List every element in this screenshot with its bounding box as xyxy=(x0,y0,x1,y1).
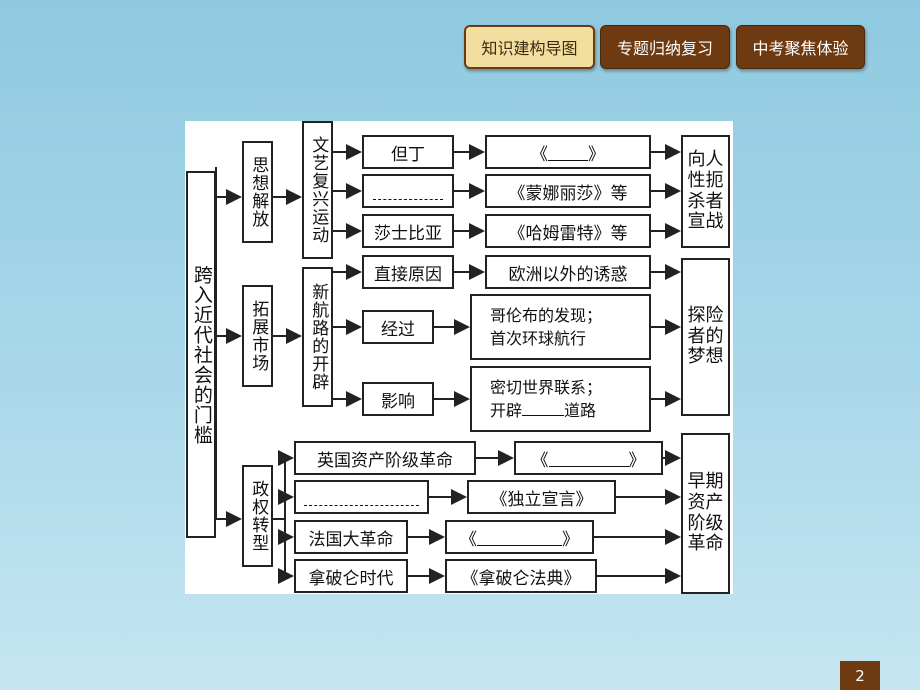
fill-blank xyxy=(522,399,565,416)
revolution-row-1-left: 英国资产阶级革命 xyxy=(294,441,476,475)
exploration-row-2-line-1: 哥伦布的发现； xyxy=(490,305,603,325)
bracket-close: 》 xyxy=(588,144,605,165)
revolution-row-3-right: 《》 xyxy=(445,520,594,554)
revolution-row-2-left xyxy=(294,480,429,514)
renaissance-row-1-right: 《》 xyxy=(485,135,651,169)
fill-blank xyxy=(548,143,588,161)
renaissance-row-2-left xyxy=(362,174,454,208)
root-node: 跨入近代社会的门槛 xyxy=(186,171,216,538)
exploration-row-2-left: 经过 xyxy=(362,310,434,344)
revolution-row-1-right: 《》 xyxy=(514,441,663,475)
fill-blank xyxy=(548,449,629,467)
renaissance-row-3-right: 《哈姆雷特》等 xyxy=(485,214,651,248)
exploration-row-1-right: 欧洲以外的诱惑 xyxy=(485,255,651,289)
revolution-row-4-left: 拿破仑时代 xyxy=(294,559,408,593)
branch-market-expansion: 拓展市场 xyxy=(242,285,273,387)
revolution-row-2-right: 《独立宣言》 xyxy=(467,480,616,514)
outcome-revolution: 早期资产阶级革命 xyxy=(681,433,730,594)
exploration-row-2-right: 哥伦布的发现； 首次环球航行 xyxy=(470,294,651,360)
exploration-row-3-line-1: 密切世界联系； xyxy=(490,377,603,397)
tab-exam-focus[interactable]: 中考聚焦体验 xyxy=(736,25,865,69)
renaissance-row-3-left: 莎士比亚 xyxy=(362,214,454,248)
exploration-row-2-line-2: 首次环球航行 xyxy=(490,329,587,348)
node-new-sea-route: 新航路的开辟 xyxy=(302,267,333,407)
exploration-row-3-line-2: 开辟道路 xyxy=(490,399,597,420)
page-number: 2 xyxy=(840,661,880,690)
renaissance-row-1-left: 但丁 xyxy=(362,135,454,169)
concept-map: 跨入近代社会的门槛 思想解放 拓展市场 政权转型 文艺复兴运动 新航路的开辟 但… xyxy=(185,121,733,594)
revolution-row-4-right: 《拿破仑法典》 xyxy=(445,559,597,593)
node-renaissance: 文艺复兴运动 xyxy=(302,121,333,259)
exploration-row-3-right: 密切世界联系； 开辟道路 xyxy=(470,366,651,432)
branch-regime-transition: 政权转型 xyxy=(242,465,273,567)
tab-topic-review[interactable]: 专题归纳复习 xyxy=(600,25,730,69)
connector-lines xyxy=(215,144,681,584)
fill-blank xyxy=(477,528,562,546)
exploration-row-1-left: 直接原因 xyxy=(362,255,454,289)
renaissance-row-2-right: 《蒙娜丽莎》等 xyxy=(485,174,651,208)
tab-knowledge-map[interactable]: 知识建构导图 xyxy=(464,25,595,69)
outcome-renaissance: 向人性扼杀者宣战 xyxy=(681,135,730,248)
branch-thought-liberation: 思想解放 xyxy=(242,141,273,243)
fill-blank xyxy=(304,488,419,506)
outcome-exploration: 探险者的梦想 xyxy=(681,258,730,416)
exploration-row-3-left: 影响 xyxy=(362,382,434,416)
revolution-row-3-left: 法国大革命 xyxy=(294,520,408,554)
bracket-open: 《 xyxy=(531,144,548,165)
fill-blank xyxy=(373,182,443,200)
